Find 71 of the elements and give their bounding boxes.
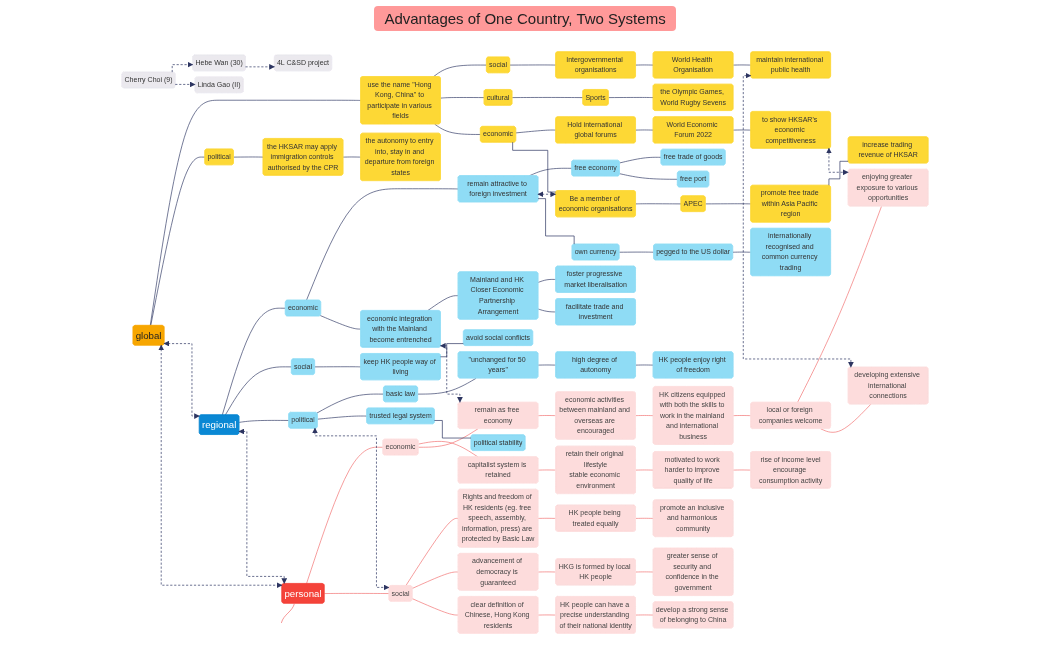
connector-line	[537, 415, 557, 416]
connector-line	[418, 441, 479, 458]
connector-line	[418, 428, 479, 448]
connector-line	[537, 469, 557, 471]
connector-line	[225, 366, 292, 416]
connector-line	[412, 571, 459, 589]
connector-line	[509, 64, 557, 66]
title: Advantages of One Country, Two Systems	[374, 6, 676, 31]
connector-line	[319, 315, 362, 330]
connector-line	[732, 415, 752, 416]
connector-line	[619, 156, 662, 164]
dashed-arrow	[158, 344, 283, 589]
connector-line	[412, 598, 459, 616]
connector-line	[635, 469, 654, 471]
connector-line	[434, 420, 472, 439]
connector-line	[434, 123, 481, 135]
connector-line	[732, 64, 752, 66]
connector-line	[537, 364, 557, 366]
connector-line	[619, 173, 678, 180]
connector-line	[537, 279, 557, 283]
connector-line	[440, 97, 485, 99]
connector-line	[635, 129, 654, 131]
connector-line	[512, 141, 556, 193]
connector-line	[732, 469, 752, 471]
connector-line	[405, 518, 459, 586]
dashed-arrow	[312, 427, 390, 591]
connector-line	[537, 571, 557, 573]
dashed-arrow	[537, 191, 557, 198]
connector-line	[537, 198, 575, 245]
connector-line	[417, 377, 477, 395]
connector-line	[314, 366, 362, 368]
connector-line	[306, 446, 384, 584]
connector-line	[797, 206, 882, 403]
connector-line	[529, 167, 573, 177]
connector-line	[608, 97, 654, 98]
connector-line	[635, 614, 654, 616]
connector-line	[619, 251, 655, 253]
connector-line	[705, 203, 752, 205]
connector-line	[306, 188, 459, 301]
connector-line	[635, 517, 654, 519]
connector-line	[342, 156, 362, 158]
connector-line	[537, 614, 557, 616]
connector-line	[635, 415, 654, 416]
connector-line	[222, 307, 286, 416]
connector-line	[828, 160, 849, 186]
connector-line	[537, 308, 557, 313]
connector-line	[635, 64, 654, 66]
connector-line	[324, 593, 390, 594]
dashed-arrow	[439, 342, 463, 403]
dashed-arrow	[238, 428, 288, 584]
connector-line	[511, 97, 584, 98]
connector-line	[635, 364, 654, 366]
connector-line	[433, 64, 487, 78]
connector-line	[732, 129, 752, 131]
dashed-arrow	[826, 147, 849, 176]
connector-line	[238, 420, 290, 423]
connector-line	[316, 393, 384, 414]
connector-line	[515, 129, 557, 134]
connector-line	[537, 517, 557, 519]
connector-line	[281, 602, 295, 624]
connector-line	[635, 571, 654, 573]
connector-line	[149, 99, 362, 326]
dashed-arrow	[163, 340, 200, 419]
connector-line	[233, 156, 264, 158]
connector-line	[150, 156, 206, 326]
connector-line	[732, 251, 752, 253]
connector-line	[635, 203, 682, 205]
connector-line	[440, 343, 464, 358]
connector-line	[317, 415, 368, 420]
connector-line	[820, 403, 872, 433]
connector-line	[427, 295, 459, 311]
